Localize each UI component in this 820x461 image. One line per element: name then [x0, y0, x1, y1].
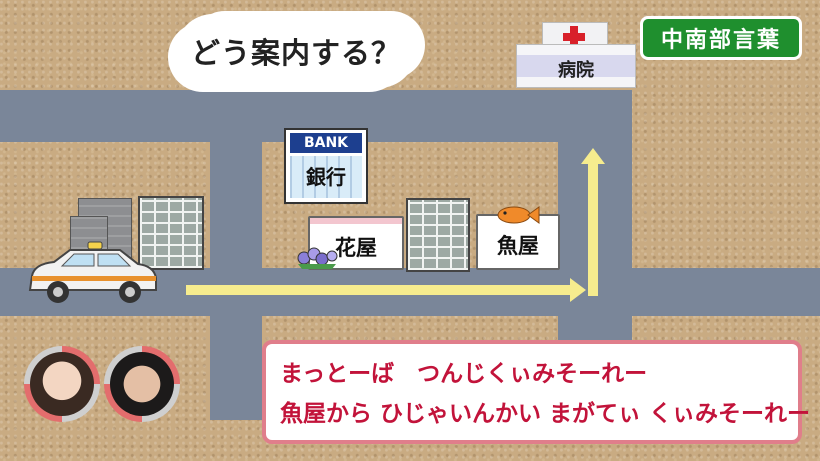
- presenter-avatar-right: [104, 346, 180, 422]
- presenter-avatar-left: [24, 346, 100, 422]
- hospital-building: 病院: [516, 44, 636, 88]
- question-bubble: どう案内する？: [176, 14, 416, 88]
- bank-building: BANK 銀行: [284, 128, 368, 204]
- bank-label: 銀行: [290, 156, 362, 198]
- hospital-label: 病院: [517, 56, 635, 82]
- fish-shop-label: 魚屋: [478, 230, 558, 260]
- caption-line-2: 魚屋から ひじゃいんかい まがてぃ くぃみそーれー: [280, 394, 810, 428]
- flower-bouquet-icon: [292, 244, 342, 270]
- route-arrow-head-up: [581, 148, 605, 164]
- taxi-icon: [24, 240, 160, 306]
- program-tag: 中南部言葉: [640, 16, 802, 60]
- route-arrow-horizontal: [186, 285, 574, 295]
- fish-icon: [494, 204, 540, 226]
- road-middle-vertical: [210, 90, 262, 420]
- caption-box: まっとーば つんじくぃみそーれー 魚屋から ひじゃいんかい まがてぃ くぃみそー…: [262, 340, 802, 444]
- route-arrow-head-right: [570, 278, 586, 302]
- route-arrow-vertical: [588, 162, 598, 296]
- office-tower-middle: [406, 198, 470, 272]
- program-tag-label: 中南部言葉: [661, 22, 781, 54]
- red-cross-icon-bar: [563, 33, 585, 41]
- bank-sign: BANK: [290, 133, 362, 153]
- caption-line-1: まっとーば つんじくぃみそーれー: [280, 354, 647, 388]
- question-title: どう案内する？: [191, 30, 401, 72]
